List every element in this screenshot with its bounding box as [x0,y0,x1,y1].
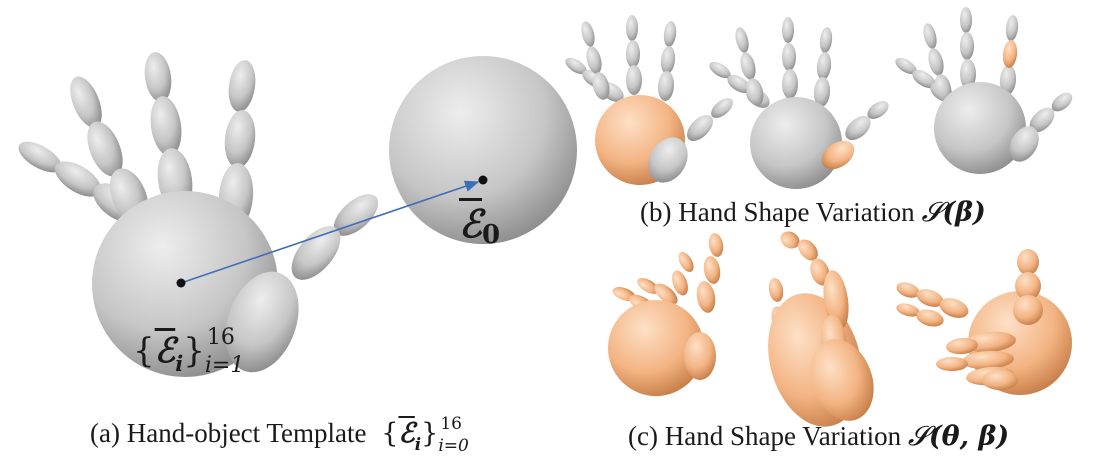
thumb-finger [225,194,379,373]
template-label-index: i [175,351,184,377]
shape-variation-hand-1 [565,15,733,185]
caption-a-lower: i=0 [438,436,469,456]
caption-c-func: 𝓢 [907,421,929,452]
template-label-upper: 16 [206,325,235,350]
object-label-symbol: ℰ [459,201,483,246]
pose-variation-hand-1 [608,233,724,396]
object-label-index: 0 [482,220,501,250]
pose-variation-hand-3 [896,249,1072,395]
caption-c-args: (θ, β) [928,421,1010,452]
caption-b-func: 𝓢 [921,197,943,228]
shape-variation-hand-2 [709,17,889,189]
caption-b-prefix: (b) Hand Shape Variation [640,197,915,227]
template-label: {ℰi}16 i=1 [133,325,259,378]
palm-center-dot [176,278,186,288]
template-label-symbol: ℰ [154,331,176,371]
caption-c: (c) Hand Shape Variation 𝓢(θ, β) [628,421,1009,453]
caption-a-index: i [414,433,422,454]
caption-a-open: { [381,418,399,449]
offset-arrow [180,180,480,284]
shape-variation-hand-3 [895,7,1073,174]
caption-b: (b) Hand Shape Variation 𝓢(β) [640,197,986,229]
object-label: ℰ0 [459,201,500,250]
pose-variation-hand-2 [768,231,874,427]
caption-a-close: } [421,418,439,449]
template-label-open: { [133,331,155,371]
template-label-lower: i=1 [204,353,245,378]
caption-a-upper: 16 [440,414,462,434]
caption-a-symbol: ℰ [398,418,415,449]
middle-finger [144,52,193,212]
caption-c-prefix: (c) Hand Shape Variation [628,421,902,451]
caption-b-args: (β) [942,197,986,228]
object-center-dot [478,175,488,185]
caption-a-prefix: (a) Hand-object Template [90,418,367,448]
template-label-close: } [183,331,205,371]
